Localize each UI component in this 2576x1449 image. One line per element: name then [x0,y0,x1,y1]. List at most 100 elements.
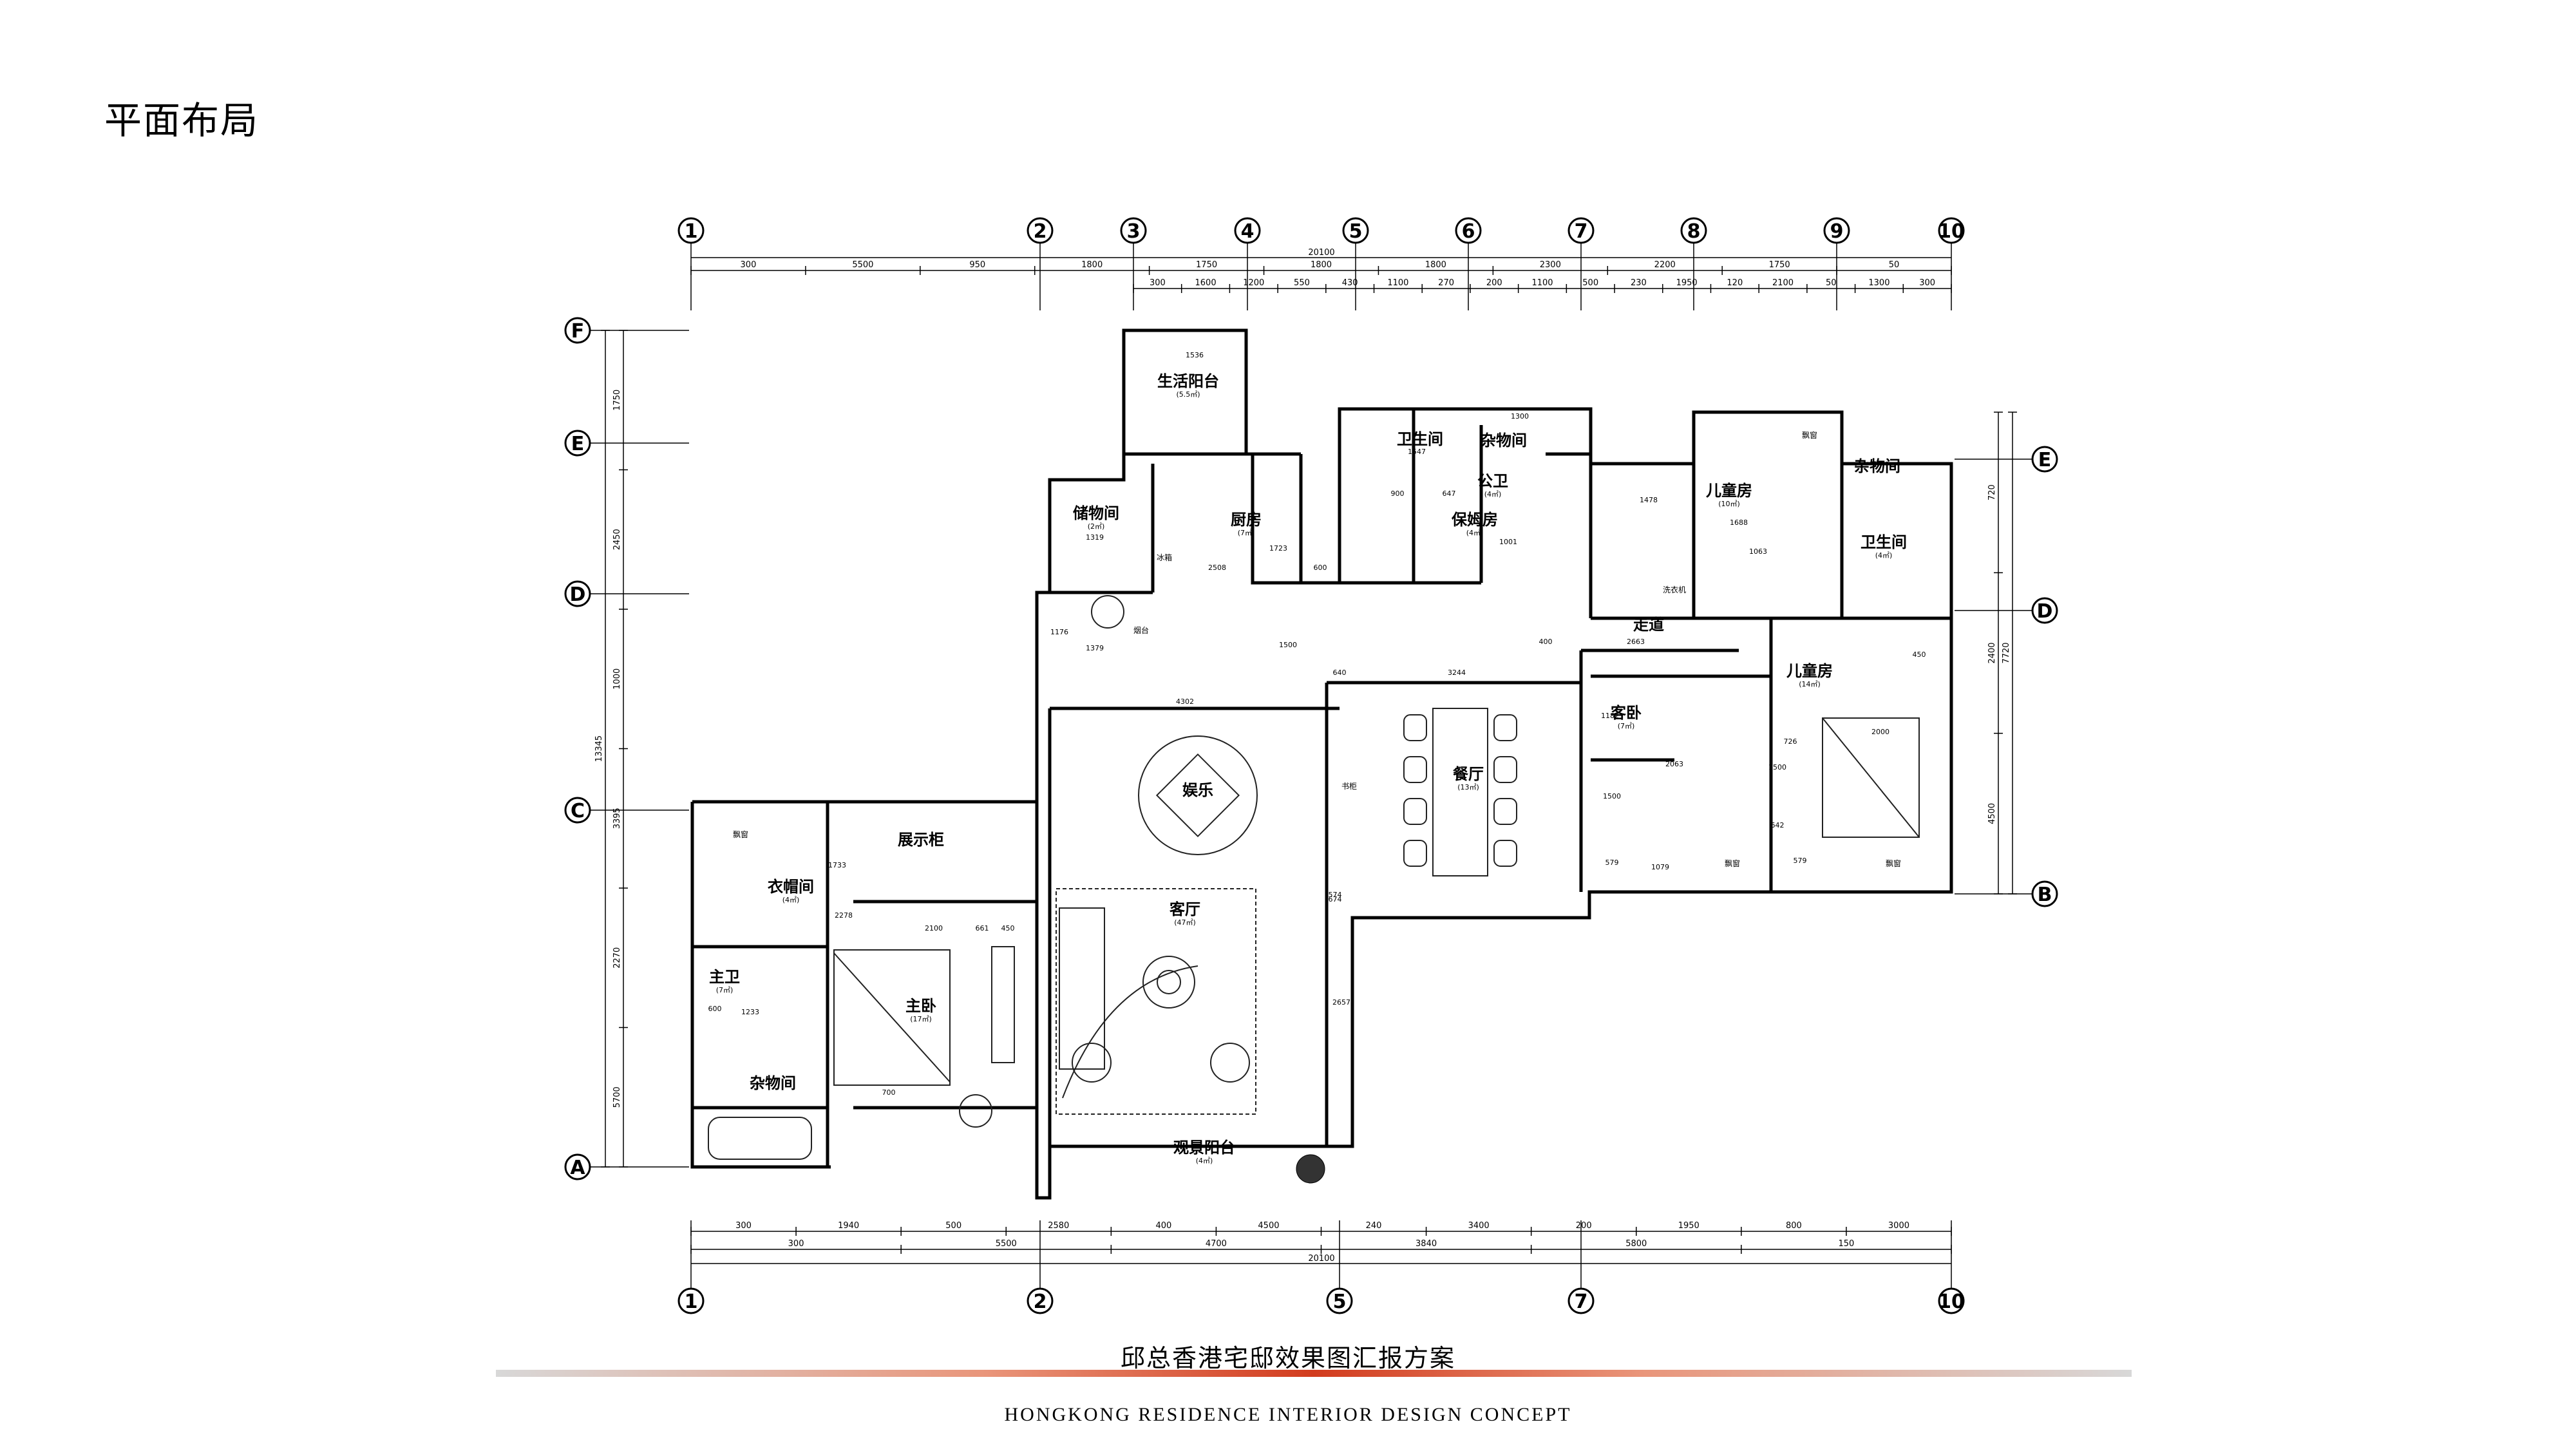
interior-dimension: 700 [882,1088,896,1097]
page-title: 平面布局 [104,99,260,142]
sofa [1059,907,1105,1070]
dining-chair [1493,756,1517,783]
dim-top-row2-value: 120 [1727,278,1743,288]
axis-left-D-label: D [570,583,586,606]
dim-bottom-row2-value: 3840 [1416,1239,1437,1249]
dim-left-seg-value: 2270 [612,947,622,969]
axis-right-E-label: E [2038,449,2052,471]
dim-top-row1-value: 2300 [1540,260,1561,270]
armchair [1072,1043,1112,1083]
axis-bottom-5-circle [1326,1287,1353,1314]
room-area: (17㎡) [910,1015,932,1023]
room-area: (14㎡) [1799,680,1821,688]
axis-right-E-circle [2031,446,2058,473]
axis-top-5-circle [1342,217,1369,244]
dim-top-row2-value: 1100 [1531,278,1553,288]
axis-top-8-circle [1680,217,1707,244]
dim-bottom-row2-value: 300 [788,1239,804,1249]
dining-chair [1403,756,1427,783]
interior-dimension: 574 [1329,891,1342,899]
dim-left-seg-value: 2450 [612,529,622,550]
room-name: 卫生间 [1861,533,1907,551]
interior-dimension: 1500 [1603,792,1621,800]
fixture-label: 书柜 [1341,782,1357,791]
dining-chair [1493,714,1517,741]
interior-dimension: 900 [1391,489,1405,498]
axis-right-B-circle [2031,880,2058,907]
axis-left-F-circle [564,317,591,344]
room-name: 展示柜 [898,831,944,849]
dim-top-row2-value: 1100 [1387,278,1408,288]
dim-top-row2-value: 1600 [1195,278,1217,288]
interior-dimension: 400 [1539,638,1553,646]
axis-left-D-circle [564,580,591,607]
round-table [959,1094,992,1128]
interior-dimension: 450 [1001,924,1015,933]
room-area: (2㎡) [1088,522,1105,531]
interior-dimension: 1478 [1640,496,1658,504]
dim-left-seg-value: 5700 [612,1086,622,1108]
room-name: 主卧 [905,997,936,1015]
interior-dimension: 2663 [1627,638,1645,646]
dim-bottom-row1-value: 3400 [1468,1221,1490,1231]
wall-outer-left [690,802,831,1169]
plant [1296,1154,1325,1184]
interior-dimension: 1063 [1749,547,1767,556]
wall-outer [692,328,1953,1200]
dim-bottom-row1-value: 3000 [1888,1221,1909,1231]
dim-bottom-row2-value: 4700 [1206,1239,1227,1249]
dining-chair [1493,840,1517,867]
room-name: 衣帽间 [768,878,814,896]
interior-dimension: 450 [1913,650,1926,659]
interior-dimension: 1723 [1269,544,1287,553]
master-bed [833,949,951,1086]
axis-left-C-circle [564,797,591,824]
interior-dimension: 1733 [828,861,846,869]
dim-top-row2-value: 230 [1631,278,1647,288]
axis-bottom-2-label: 2 [1034,1291,1047,1313]
living-rug [1056,888,1256,1115]
fixture-label: 飘窗 [1802,431,1817,440]
dim-bottom-row1-value: 240 [1366,1221,1382,1231]
dim-top-row1-value: 1750 [1196,260,1217,270]
axis-top-10-label: 10 [1938,220,1965,243]
dim-top-row1-value: 1800 [1425,260,1446,270]
kids-bed [1822,717,1920,838]
interior-dimension: 640 [1333,668,1347,677]
axis-left-A-circle [564,1153,591,1180]
axis-top-7-label: 7 [1575,220,1588,243]
axis-top-1-circle [677,217,705,244]
dim-top-row1-value: 5500 [852,260,873,270]
washing-machine [1091,595,1124,629]
dim-bottom-row1-value: 1940 [838,1221,859,1231]
axis-bottom-10-circle [1938,1287,1965,1314]
axis-top-4-circle [1234,217,1261,244]
axis-left-A-label: A [570,1157,585,1179]
room-area: (4㎡) [782,896,800,904]
dim-top-row2-value: 200 [1486,278,1502,288]
interior-dimension: 2063 [1665,760,1683,768]
room-name: 走道 [1633,616,1664,634]
dim-top-row2-value: 50 [1826,278,1837,288]
interior-dimension: 1079 [1651,863,1669,871]
dim-bottom-row1-value: 400 [1155,1221,1171,1231]
interior-dimension: 1300 [1511,412,1529,421]
entertainment-table-circle [1138,735,1258,855]
room-name: 杂物间 [1854,457,1900,475]
walls [690,328,1953,1200]
dim-right-total-value: 7720 [2002,642,2011,663]
coffee-table-inner [1157,970,1181,994]
room-area: (4㎡) [1466,529,1484,537]
interior-dimension: 4302 [1176,697,1194,706]
interior-dimension: 2000 [1871,728,1889,736]
room-name: 生活阳台 [1157,372,1219,390]
interior-dimension: 579 [1605,858,1619,867]
room-name: 儿童房 [1786,662,1833,680]
axis-top-10-circle [1938,217,1965,244]
interior-dimension: 2657 [1332,998,1350,1007]
axis-top-9-circle [1823,217,1850,244]
room-area: (4㎡) [1875,551,1893,560]
dim-right-seg-value: 2400 [1987,642,1997,663]
